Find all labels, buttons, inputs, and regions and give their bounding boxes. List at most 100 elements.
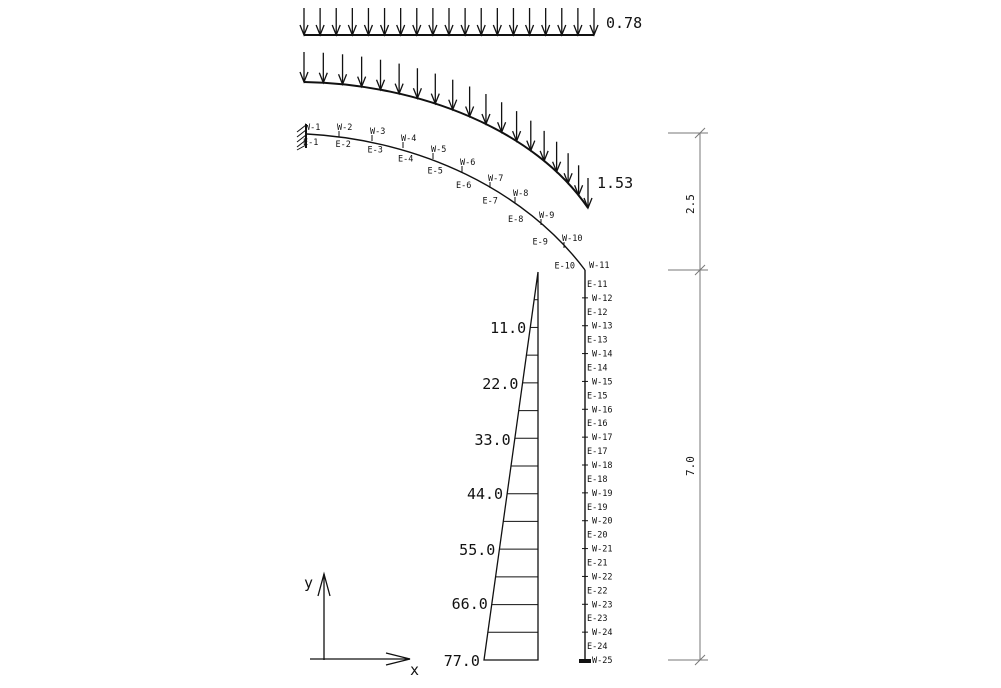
uniform-load-arrow (363, 8, 374, 37)
pressure-label: 44.0 (467, 485, 503, 503)
column-node-label: W-12 (592, 294, 612, 304)
uniform-load-arrows (299, 8, 599, 37)
arch-member (306, 133, 586, 271)
pressure-label: 55.0 (459, 541, 495, 559)
curved-load-arrow (481, 94, 491, 126)
uniform-load-arrow (524, 8, 535, 37)
curved-load-arrow (573, 165, 584, 198)
arch-element-label: E-2 (336, 140, 351, 150)
pressure-label: 66.0 (452, 595, 488, 613)
column-element-label: E-24 (587, 642, 607, 652)
column-element-label: E-21 (587, 559, 607, 569)
curved-load-arrow (357, 56, 367, 89)
arch-element-label: E-5 (428, 167, 443, 177)
pressure-labels: 11.022.033.044.055.066.077.0 (444, 319, 526, 670)
uniform-load-arrow (331, 8, 341, 37)
column-element-label: E-17 (587, 447, 607, 457)
arch-node-label: W-7 (488, 174, 503, 184)
uniform-load-arrow (541, 8, 551, 37)
uniform-load-arrow (476, 8, 486, 37)
column-node-label: W-24 (592, 628, 612, 638)
curved-load-arrow (394, 63, 404, 96)
arch-element-label: E-7 (483, 197, 498, 207)
arch-node-label: W-3 (370, 127, 385, 137)
uniform-load-arrow (315, 8, 325, 37)
column-base-support (579, 659, 591, 663)
curved-load-value: 1.53 (597, 174, 633, 192)
column-node-label: W-19 (592, 489, 612, 499)
column-element-label: E-12 (587, 308, 607, 318)
column-element-label: E-11 (587, 280, 607, 290)
uniform-load-arrow (492, 8, 502, 37)
coordinate-axes: y x (304, 571, 419, 679)
uniform-load-arrow (508, 8, 519, 37)
arch-node-label: W-11 (589, 261, 609, 271)
column-element-label: E-16 (587, 419, 607, 429)
curved-load-arrow (465, 86, 475, 119)
curved-load-arrow (526, 120, 536, 153)
dimension-lines: 2.5 7.0 (668, 127, 708, 666)
curved-load-arrow (448, 79, 458, 112)
x-axis-label: x (410, 661, 419, 679)
column-node-label: W-21 (592, 545, 612, 555)
uniform-load-arrow (379, 8, 390, 37)
column-element-label: E-22 (587, 586, 607, 596)
pressure-label: 22.0 (482, 375, 518, 393)
curved-load-arrow (511, 111, 522, 143)
arch-element-label: E-4 (398, 155, 413, 165)
column-labels: W-12W-13W-14W-15W-16W-17W-18W-19W-20W-21… (587, 280, 612, 666)
triangular-pressure-load: 11.022.033.044.055.066.077.0 (444, 271, 539, 670)
column-node-label: W-25 (592, 656, 612, 666)
pressure-label: 33.0 (474, 431, 510, 449)
arch-node-label: W-9 (539, 211, 554, 221)
curved-load-arrow (337, 54, 348, 87)
dimension-lower: 7.0 (684, 456, 697, 476)
curved-load: 1.53 (299, 52, 633, 210)
uniform-load-value: 0.78 (606, 14, 642, 32)
column-element-label: E-14 (587, 364, 607, 374)
column-node-label: W-20 (592, 517, 612, 527)
arch-node-label: W-4 (401, 134, 416, 144)
curved-load-arrow (430, 73, 440, 106)
column-element-label: E-20 (587, 531, 607, 541)
arch-node-label: W-2 (337, 123, 352, 133)
arch-node-label: W-8 (513, 189, 528, 199)
curved-load-arrow (318, 52, 328, 85)
arch-element-label: E-9 (533, 238, 548, 248)
pressure-label: 11.0 (490, 319, 526, 337)
column-node-label: W-15 (592, 377, 612, 387)
curved-load-arrows (299, 52, 593, 210)
column-node-label: W-13 (592, 322, 612, 332)
arch-element-label: E-3 (368, 146, 383, 156)
curved-load-arrow (375, 59, 386, 92)
uniform-load-arrow (557, 8, 567, 37)
arch-node-label: W-6 (460, 158, 475, 168)
column-node-label: W-22 (592, 572, 612, 582)
uniform-load-arrow (347, 8, 357, 37)
uniform-load-arrow (589, 8, 599, 37)
column-node-label: W-14 (592, 350, 612, 360)
arch-node-ticks (338, 131, 565, 248)
curved-load-arrow (583, 178, 593, 210)
column-node-label: W-23 (592, 600, 612, 610)
uniform-load-top: 0.78 (299, 8, 642, 37)
arch-node-label: W-1 (305, 123, 320, 133)
arch-element-label: E-10 (555, 262, 575, 272)
arch-element-label: E-6 (456, 181, 471, 191)
curved-load-arrow (552, 141, 562, 174)
uniform-load-arrow (299, 8, 309, 37)
dimension-upper: 2.5 (684, 194, 697, 214)
curved-load-arrow (539, 130, 549, 163)
uniform-load-arrow (444, 8, 454, 37)
uniform-load-arrow (428, 8, 438, 37)
arch-node-label: W-5 (431, 145, 446, 155)
column-element-label: E-23 (587, 614, 607, 624)
y-axis-label: y (304, 574, 313, 592)
column-node-label: W-16 (592, 405, 612, 415)
uniform-load-arrow (573, 8, 583, 37)
arch-node-label: W-10 (562, 234, 582, 244)
curved-load-arrow (497, 102, 507, 134)
arch-element-label: E-8 (508, 215, 523, 225)
